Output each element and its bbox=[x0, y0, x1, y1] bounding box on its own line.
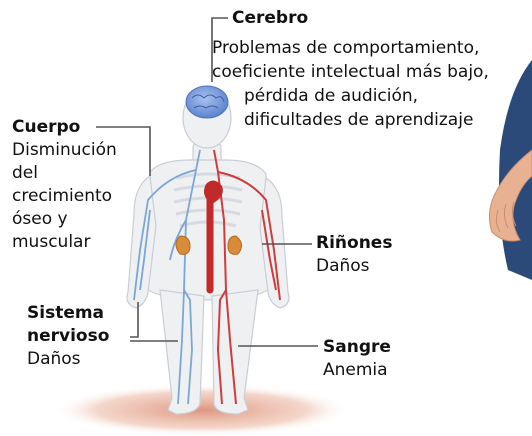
body-title: Cuerpo bbox=[12, 117, 81, 137]
body-desc-line: muscular bbox=[12, 232, 91, 252]
body-desc-line: del bbox=[12, 163, 38, 183]
body-silhouette bbox=[126, 87, 290, 415]
nervous-system-label: Sistema nervioso Daños bbox=[27, 302, 109, 371]
body-label: Cuerpo Disminución del crecimiento óseo … bbox=[12, 116, 117, 254]
brain-desc-line: Problemas de comportamiento, bbox=[212, 38, 480, 58]
body-desc-line: crecimiento bbox=[12, 186, 113, 206]
blood-label: Sangre Anemia bbox=[323, 336, 391, 382]
blood-desc: Anemia bbox=[323, 360, 388, 380]
ground-shadow bbox=[52, 384, 352, 436]
brain-desc-line: dificultades de aprendizaje bbox=[244, 110, 474, 130]
brain-title: Cerebro bbox=[232, 8, 309, 28]
body-desc-line: Disminución bbox=[12, 140, 117, 160]
nervous-title-1: Sistema bbox=[27, 303, 105, 323]
kidneys-desc: Daños bbox=[316, 256, 370, 276]
body-desc-line: óseo y bbox=[12, 209, 68, 229]
heart bbox=[204, 180, 223, 204]
arteries bbox=[213, 149, 281, 405]
nervous-desc: Daños bbox=[27, 349, 81, 369]
veins bbox=[133, 149, 201, 405]
kidneys-title: Riñones bbox=[316, 233, 393, 253]
brain-desc-line: pérdida de audición, bbox=[244, 86, 419, 106]
blood-title: Sangre bbox=[323, 337, 391, 357]
brain-icon bbox=[185, 85, 229, 119]
kidneys bbox=[175, 235, 242, 255]
kidneys-label: Riñones Daños bbox=[316, 232, 392, 278]
brain-desc-line: coeficiente intelectual más bajo, bbox=[212, 62, 489, 82]
person-partial bbox=[488, 60, 532, 280]
nervous-title-2: nervioso bbox=[27, 326, 110, 346]
leader-lines bbox=[96, 17, 318, 347]
brain-label: Cerebro bbox=[232, 7, 308, 30]
